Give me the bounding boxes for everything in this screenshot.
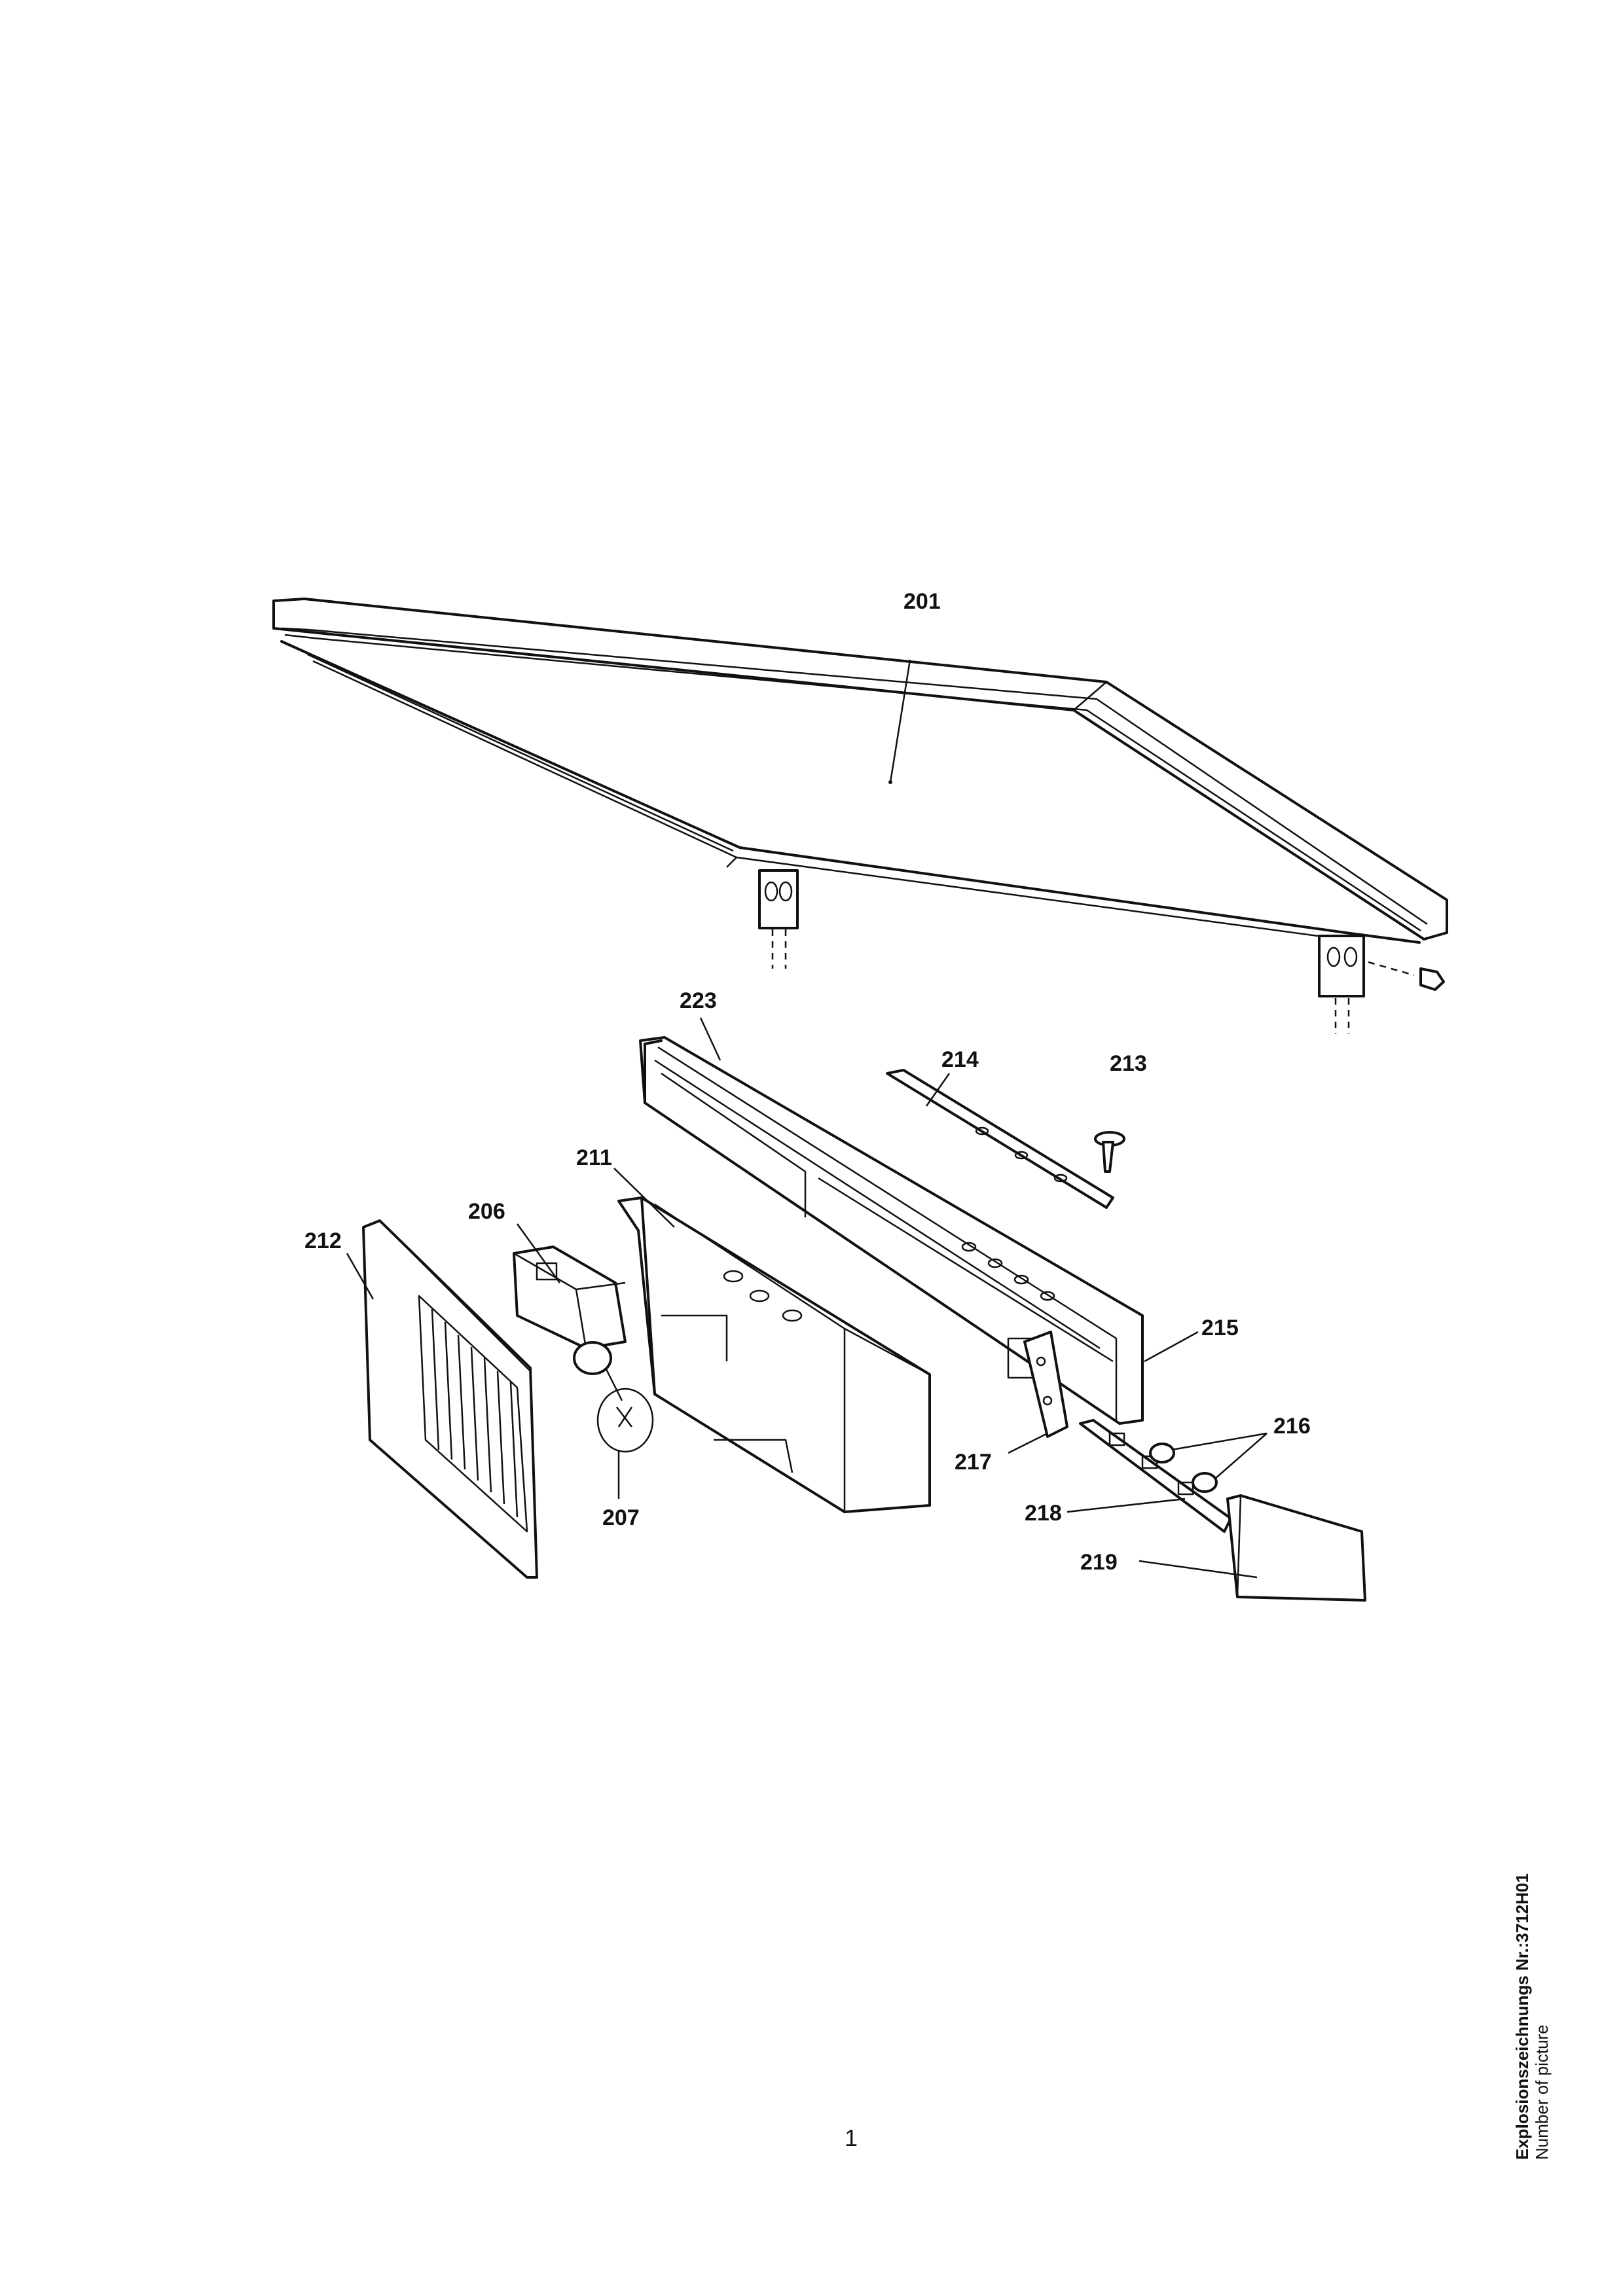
label-212: 212 xyxy=(304,1229,342,1253)
label-214: 214 xyxy=(941,1047,979,1072)
leader-201-dot xyxy=(888,780,892,784)
label-207: 207 xyxy=(602,1505,640,1530)
leader-218 xyxy=(1067,1498,1186,1513)
leader-217 xyxy=(1008,1432,1048,1454)
leader-216b xyxy=(1214,1433,1267,1480)
page-number: 1 xyxy=(845,2125,858,2151)
leader-216a xyxy=(1171,1432,1267,1451)
part-215-end-cap: 215 xyxy=(1144,1316,1239,1363)
drawing-number: Explosionszeichnungs Nr.:3712H01 xyxy=(1512,1873,1532,2160)
leader-206 xyxy=(516,1223,561,1283)
picture-caption: Number of picture xyxy=(1532,2024,1552,2160)
label-213: 213 xyxy=(1110,1051,1147,1076)
part-217-bracket: 217 xyxy=(955,1331,1068,1475)
label-217: 217 xyxy=(955,1450,992,1475)
label-219: 219 xyxy=(1080,1550,1118,1575)
label-223: 223 xyxy=(680,988,717,1013)
label-215: 215 xyxy=(1201,1316,1239,1340)
leader-214 xyxy=(925,1073,951,1107)
label-211: 211 xyxy=(576,1145,612,1170)
leader-215 xyxy=(1144,1331,1199,1363)
part-219-end-cover: 219 xyxy=(1080,1494,1366,1602)
hinge-right xyxy=(1318,935,1445,1034)
part-207-lamp: 207 xyxy=(573,1341,654,1530)
part-212-front-grille: 212 xyxy=(304,1219,538,1579)
leader-223 xyxy=(699,1017,721,1061)
label-218: 218 xyxy=(1025,1501,1062,1526)
leader-211 xyxy=(613,1168,675,1228)
label-201: 201 xyxy=(903,589,941,614)
part-214-gasket-strip: 214 xyxy=(886,1047,1114,1209)
part-213-knob: 213 xyxy=(1094,1051,1147,1173)
part-201-lid-frame: 201 xyxy=(272,589,1448,1034)
part-211-inner-box: 211 xyxy=(576,1145,931,1513)
leader-219 xyxy=(1139,1560,1258,1579)
leader-201 xyxy=(889,659,911,783)
part-223-control-housing: 223 xyxy=(639,988,1144,1425)
leader-212 xyxy=(346,1253,374,1300)
label-216: 216 xyxy=(1273,1414,1311,1439)
label-206: 206 xyxy=(468,1199,505,1224)
drawing-number-block: Explosionszeichnungs Nr.:3712H01 Number … xyxy=(1512,1873,1552,2160)
hinge-left xyxy=(758,869,799,969)
part-206-transformer: 206 xyxy=(468,1199,627,1350)
part-216-switches: 216 xyxy=(1149,1414,1311,1493)
